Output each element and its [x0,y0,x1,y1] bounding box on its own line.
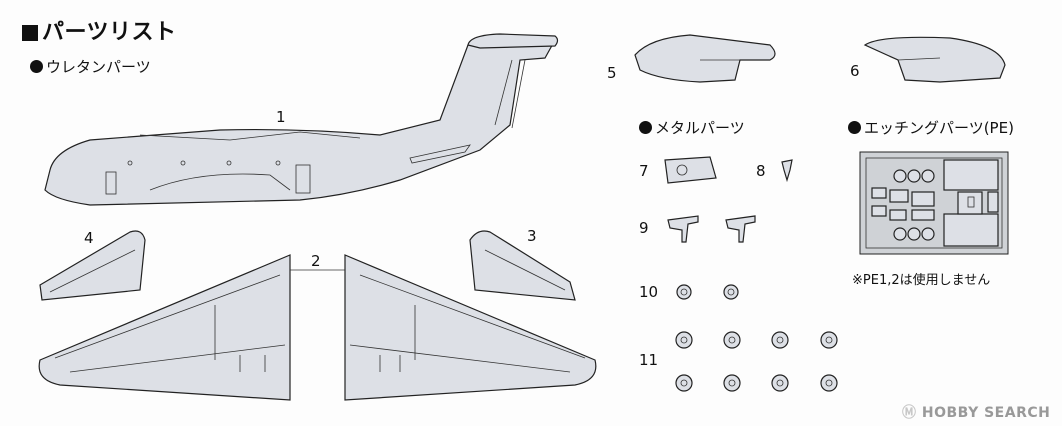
square-bullet-icon [22,25,38,41]
part-number-5: 5 [607,64,617,82]
part-1-fuselage [44,33,559,206]
part-number-10: 10 [639,283,659,301]
part-number-8: 8 [756,162,766,180]
circle-bullet-icon [639,121,652,134]
part-number-7: 7 [639,162,649,180]
part-9-metal-legs [667,215,756,243]
part-6-nacelle [863,36,1006,83]
pe-etching-fret [859,151,1009,255]
part-number-11: 11 [639,351,659,369]
pe-usage-note: ※PE1,2は使用しません [852,273,991,288]
part-11-wheels [675,331,838,392]
circle-bullet-icon [848,121,861,134]
watermark-brand: HOBBY SEARCH [921,405,1051,421]
part-number-6: 6 [850,62,860,80]
page-title: パーツリスト [22,14,177,46]
logo-mark-icon: Ⓜ [902,405,917,421]
part-5-nacelle [634,34,776,83]
part-number-9: 9 [639,219,649,237]
part-3-stabilizer [469,230,576,301]
section-metal-heading: メタルパーツ [639,117,745,138]
hobby-search-watermark: Ⓜ HOBBY SEARCH [902,402,1050,422]
part-4-stabilizer [39,230,146,301]
part-8-metal [781,159,793,183]
part-2-wing [38,254,597,401]
part-number-1: 1 [276,108,286,126]
section-etching-heading: エッチングパーツ(PE) [848,117,1014,138]
part-number-3: 3 [527,227,537,245]
part-number-4: 4 [84,229,94,247]
circle-bullet-icon [30,60,43,73]
section-urethane-heading: ウレタンパーツ [30,56,151,77]
part-number-2: 2 [311,252,321,270]
part-10-wheels [676,284,739,300]
part-7-metal-plate [664,156,717,184]
